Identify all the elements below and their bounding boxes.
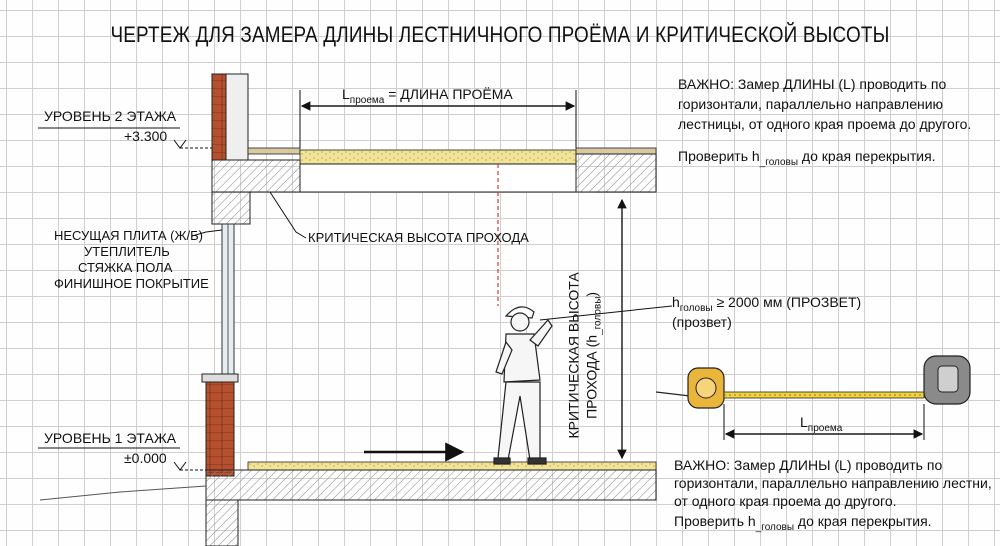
vertical-critical-height-label: КРИТИЧЕСКАЯ ВЫСОТА ПРОХОДА (h_головы) — [565, 272, 604, 439]
upper-wall-inner — [225, 73, 249, 161]
critical-height-label: КРИТИЧЕСКАЯ ВЫСОТА ПРОХОДА — [308, 230, 529, 245]
head-clearance-label: hголовы ≥ 2000 мм (ПРОЗВЕТ) — [672, 294, 862, 314]
note-top: ВАЖНО: Замер ДЛИНЫ (L) проводить по гори… — [678, 74, 984, 173]
person-figure — [493, 306, 553, 465]
drawing-title: ЧЕРТЕЖ ДЛЯ ЗАМЕРА ДЛИНЫ ЛЕСТНИЧНОГО ПРОЁ… — [110, 22, 890, 47]
tape-measure — [655, 355, 971, 440]
layer-screed-label: СТЯЖКА ПОЛА — [78, 260, 173, 275]
level2-label: УРОВЕНЬ 2 ЭТАЖА — [44, 108, 177, 124]
head-clearance-sublabel: (прозвет) — [672, 314, 732, 330]
level1-label: УРОВЕНЬ 1 ЭТАЖА — [44, 430, 177, 446]
slab-right — [575, 153, 657, 193]
floor-finish — [247, 461, 657, 471]
opening-void — [299, 163, 577, 193]
note-top-important: ВАЖНО: Замер ДЛИНЫ (L) проводить по гори… — [678, 76, 972, 132]
layer-slab-label: НЕСУЩАЯ ПЛИТА (Ж/Б) — [54, 228, 203, 243]
slab-left — [211, 159, 301, 193]
layer-finish-label: ФИНИШНОЕ ПОКРЫТИЕ — [54, 276, 209, 291]
note-top-check: Проверить h_головы до края перекрытия. — [678, 148, 936, 168]
tape-length-label: Lпроема — [800, 414, 843, 434]
note-bottom-check: Проверить h_головы до края перекрытия. — [674, 513, 932, 533]
opening-length-label: Lпроема = ДЛИНА ПРОЁМА — [342, 86, 513, 106]
level2-mark: +3.300 — [124, 128, 168, 144]
upper-brick-wall — [211, 73, 227, 161]
level1-mark: ±0.000 — [124, 450, 167, 466]
lower-brick-wall — [205, 381, 235, 477]
head-leader — [539, 305, 673, 321]
slab-insulation-opening — [299, 149, 577, 165]
window-sill — [201, 373, 239, 383]
critical-leader — [269, 191, 307, 239]
beam-left — [211, 191, 251, 225]
slab-finish-left — [247, 147, 301, 155]
ground-line — [39, 485, 207, 501]
layer-insulation-label: УТЕПЛИТЕЛЬ — [84, 244, 170, 259]
slab-finish-right — [575, 147, 657, 155]
note-bottom: ВАЖНО: Замер ДЛИНЫ (L) проводить по гори… — [674, 456, 992, 537]
note-bottom-important: ВАЖНО: Замер ДЛИНЫ (L) проводить по гори… — [674, 457, 992, 509]
floor-slab — [205, 469, 657, 501]
foundation — [205, 499, 239, 546]
layers-leader — [191, 229, 223, 237]
